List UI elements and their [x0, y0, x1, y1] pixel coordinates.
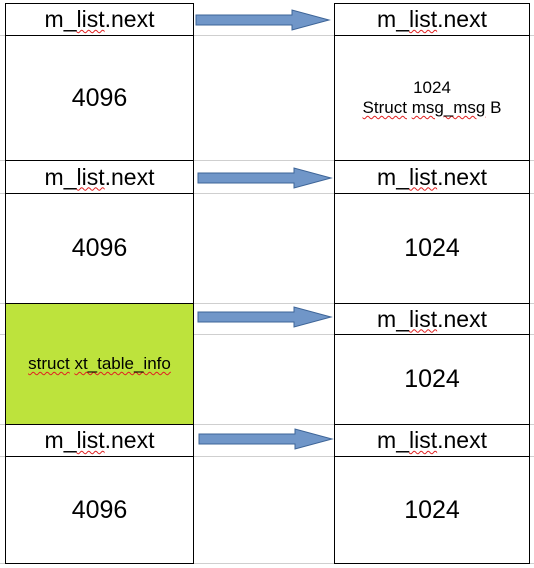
- gridline: [0, 303, 534, 304]
- gridline: [0, 193, 534, 194]
- gridline: [0, 424, 534, 425]
- xt-table-info-label: struct xt_table_info: [28, 354, 171, 373]
- header-text: m_list.next: [377, 427, 487, 453]
- arrow-right-icon: [197, 167, 333, 189]
- pointer-arrow-2: [197, 167, 333, 189]
- gridline: [0, 334, 534, 335]
- header-text: m_list.next: [377, 305, 487, 332]
- gridline: [0, 160, 534, 161]
- left-body-2: 4096: [5, 193, 194, 304]
- gridline: [0, 35, 534, 36]
- right-body-4: 1024: [334, 456, 530, 564]
- arrow-right-icon: [198, 428, 334, 450]
- right-header-2: m_list.next: [334, 160, 530, 194]
- left-header-4: m_list.next: [5, 424, 194, 457]
- right-header-3: m_list.next: [334, 303, 530, 335]
- right-header-4: m_list.next: [334, 424, 530, 457]
- left-value-2: 4096: [71, 234, 128, 262]
- right-body-2: 1024: [334, 193, 530, 304]
- right-value-2: 1024: [404, 234, 460, 262]
- struct-msg-msg-label: Struct msg_msg B: [362, 98, 502, 117]
- gridline: [0, 456, 534, 457]
- gridline: [0, 563, 534, 564]
- left-value-4: 4096: [71, 495, 128, 524]
- header-text: m_list.next: [44, 6, 155, 32]
- right-body-3: 1024: [334, 334, 530, 425]
- pointer-arrow-3: [197, 306, 333, 328]
- header-text: m_list.next: [377, 163, 487, 190]
- pointer-arrow-4: [198, 428, 334, 450]
- right-header-1: m_list.next: [334, 3, 530, 36]
- right-value-1: 1024: [413, 78, 451, 97]
- pointer-arrow-1: [195, 9, 331, 31]
- left-body-4: 4096: [5, 456, 194, 564]
- left-body-1: 4096: [5, 35, 194, 161]
- right-value-3: 1024: [404, 365, 460, 393]
- header-text: m_list.next: [44, 427, 155, 453]
- header-text: m_list.next: [377, 6, 487, 32]
- left-header-1: m_list.next: [5, 3, 194, 36]
- arrow-right-icon: [195, 9, 331, 31]
- left-value-1: 4096: [71, 83, 128, 112]
- right-value-4: 1024: [404, 495, 460, 524]
- xt-table-info-block: struct xt_table_info: [5, 303, 194, 425]
- arrow-right-icon: [197, 306, 333, 328]
- left-header-2: m_list.next: [5, 160, 194, 194]
- header-text: m_list.next: [44, 163, 155, 190]
- right-body-1: 1024 Struct msg_msg B: [334, 35, 530, 161]
